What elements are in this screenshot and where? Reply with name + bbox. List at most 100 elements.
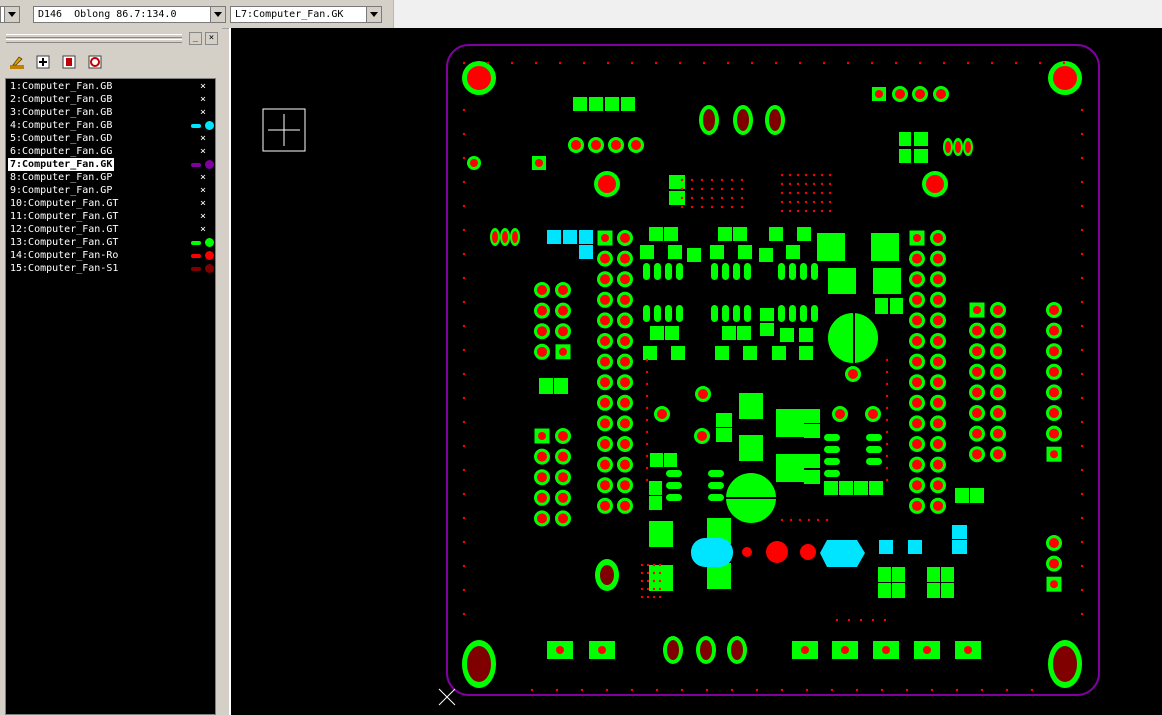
layer-visible-icon[interactable] — [205, 121, 214, 130]
layer-row[interactable]: 10:Computer_Fan.GT× — [8, 197, 213, 210]
drill-hole — [600, 459, 610, 470]
layer-row[interactable]: 13:Computer_Fan.GT — [8, 236, 214, 249]
smd-pad — [665, 326, 679, 340]
layer-row[interactable]: 8:Computer_Fan.GP× — [8, 171, 213, 184]
via — [462, 564, 466, 568]
layer-visible-icon[interactable] — [205, 160, 214, 169]
via — [830, 688, 834, 692]
layer-visible-icon[interactable] — [205, 238, 214, 247]
drill-hole — [598, 646, 606, 654]
via — [530, 688, 534, 692]
active-layer-dropdown[interactable]: L7:Computer_Fan.GK — [230, 6, 382, 23]
pcb-canvas[interactable] — [229, 28, 1162, 715]
layer-row[interactable]: 4:Computer_Fan.GB — [8, 119, 214, 132]
via — [788, 209, 792, 213]
layer-properties-icon[interactable] — [61, 54, 77, 70]
layer-row[interactable]: 2:Computer_Fan.GB× — [8, 93, 213, 106]
layer-row[interactable]: 6:Computer_Fan.GG× — [8, 145, 213, 158]
layer-visible-icon[interactable] — [205, 251, 214, 260]
via — [645, 358, 649, 362]
drill-hole — [1050, 450, 1058, 459]
ic-pin — [778, 263, 785, 280]
layer-hidden-icon[interactable]: × — [200, 107, 207, 118]
layer-hidden-icon[interactable]: × — [200, 185, 207, 196]
ic-pin — [665, 263, 672, 280]
layer-hidden-icon[interactable]: × — [200, 211, 207, 222]
layer-hidden-icon[interactable]: × — [200, 198, 207, 209]
panel-grip[interactable] — [6, 34, 182, 38]
via — [804, 191, 808, 195]
via — [780, 200, 784, 204]
delete-layer-icon[interactable] — [87, 54, 103, 70]
via — [885, 418, 889, 422]
selection-info-text: D146 Oblong 86.7:134.0 — [38, 9, 177, 20]
layer-row[interactable]: 7:Computer_Fan.GK — [8, 158, 214, 171]
via — [652, 571, 656, 575]
drill-hole — [600, 439, 610, 449]
via — [855, 688, 859, 692]
pencil-icon[interactable] — [9, 54, 25, 70]
layer-row[interactable]: 5:Computer_Fan.GD× — [8, 132, 213, 145]
layer-hidden-icon[interactable]: × — [200, 146, 207, 157]
via — [740, 187, 744, 191]
drill-hole — [933, 418, 943, 429]
drill-hole — [600, 397, 610, 408]
ic-pin — [866, 458, 882, 465]
drill-hole — [600, 253, 610, 264]
layer-visible-icon[interactable] — [205, 264, 214, 273]
toolbar-dropdown-left[interactable] — [0, 6, 20, 23]
panel-grip[interactable] — [6, 39, 182, 43]
drill-hole — [993, 366, 1003, 377]
via — [885, 406, 889, 410]
ic-pin — [676, 263, 683, 280]
via — [812, 191, 816, 195]
smd-pad — [669, 175, 685, 189]
layer-row[interactable]: 12:Computer_Fan.GT× — [8, 223, 213, 236]
layer-row[interactable]: 1:Computer_Fan.GB× — [8, 80, 213, 93]
crosshair-icon — [268, 114, 300, 146]
selection-info-dropdown[interactable]: D146 Oblong 86.7:134.0 — [33, 6, 226, 23]
pcb-board-view[interactable] — [231, 28, 1162, 715]
layer-hidden-icon[interactable]: × — [200, 224, 207, 235]
layer-hidden-icon[interactable]: × — [200, 172, 207, 183]
layer-hidden-icon[interactable]: × — [200, 81, 207, 92]
via — [883, 618, 887, 622]
layer-row[interactable]: 11:Computer_Fan.GT× — [8, 210, 213, 223]
via — [812, 173, 816, 177]
via — [885, 370, 889, 374]
layer-color-swatch[interactable] — [191, 254, 201, 258]
layer-color-swatch[interactable] — [191, 241, 201, 245]
drill-hole — [912, 418, 922, 429]
layer-row[interactable]: 14:Computer_Fan-Ro — [8, 249, 214, 262]
drill-hole — [926, 175, 944, 193]
via — [646, 587, 650, 591]
drill-hole — [972, 449, 982, 460]
add-layer-icon[interactable] — [35, 54, 51, 70]
drill-hole — [600, 336, 610, 346]
layer-row[interactable]: 9:Computer_Fan.GP× — [8, 184, 213, 197]
smd-pad — [759, 248, 773, 262]
via — [820, 182, 824, 186]
panel-close-button[interactable]: × — [205, 32, 218, 45]
layer-color-swatch[interactable] — [191, 267, 201, 271]
layer-hidden-icon[interactable]: × — [200, 133, 207, 144]
cap-split — [853, 313, 855, 363]
layer-name: 4:Computer_Fan.GB — [10, 120, 113, 131]
smd-pad — [879, 540, 893, 554]
smd-pad — [799, 346, 813, 360]
drill-hole — [558, 431, 568, 441]
drill-hole — [912, 336, 922, 346]
layer-color-swatch[interactable] — [191, 163, 201, 167]
via — [462, 612, 466, 616]
smd-pad — [664, 227, 678, 241]
drill-hole — [537, 326, 547, 337]
layer-hidden-icon[interactable]: × — [200, 94, 207, 105]
via — [1080, 252, 1084, 256]
layer-color-swatch[interactable] — [191, 124, 201, 128]
drill-hole — [559, 347, 567, 356]
panel-minimize-button[interactable]: _ — [189, 32, 202, 45]
layer-row[interactable]: 3:Computer_Fan.GB× — [8, 106, 213, 119]
via — [1080, 444, 1084, 448]
layer-row[interactable]: 15:Computer_Fan-S1 — [8, 262, 214, 275]
drill-hole — [611, 140, 621, 150]
